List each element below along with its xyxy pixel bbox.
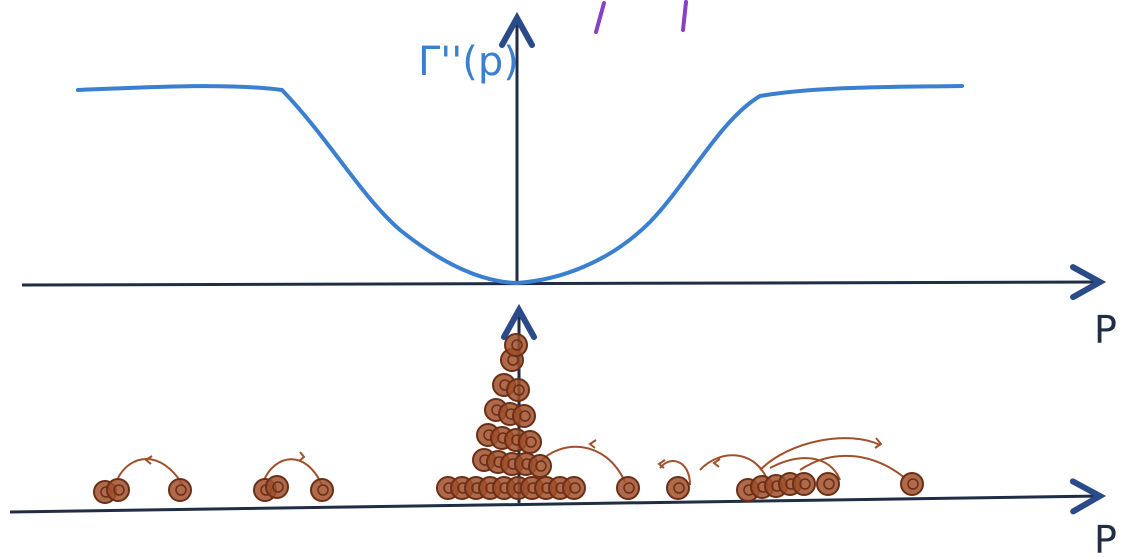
particle-swirl xyxy=(623,482,635,494)
particle xyxy=(518,430,542,454)
top-panel: Γ''(p) P xyxy=(21,18,1117,352)
particle-swirl xyxy=(317,484,329,496)
particle-swirl xyxy=(907,478,919,490)
particle xyxy=(792,472,816,496)
particle xyxy=(528,454,552,478)
particle xyxy=(106,478,130,502)
particle xyxy=(562,476,586,500)
particle xyxy=(900,472,924,496)
purple-mark-right xyxy=(681,0,688,32)
particle xyxy=(504,333,528,357)
bottom-panel: P xyxy=(9,310,1117,557)
purple-mark-left xyxy=(594,1,606,34)
particle xyxy=(310,478,334,502)
particles xyxy=(93,333,924,504)
particle-swirl xyxy=(569,482,581,494)
x-axis-label-top: P xyxy=(1094,308,1117,352)
particle xyxy=(265,475,289,499)
particle xyxy=(168,478,192,502)
particle-swirl xyxy=(272,481,284,493)
particle-swirl xyxy=(113,484,125,496)
hop-arcs xyxy=(117,437,906,489)
particle xyxy=(666,476,690,500)
particle-swirl xyxy=(799,478,811,490)
y-axis-label: Γ''(p) xyxy=(418,39,519,85)
particle xyxy=(512,404,536,428)
gamma-curve xyxy=(76,84,964,286)
particle xyxy=(506,378,530,402)
particle-swirl xyxy=(519,410,531,422)
particle-swirl xyxy=(535,460,547,472)
x-axis-label-bottom: P xyxy=(1094,518,1117,557)
particle-swirl xyxy=(823,478,835,490)
particle xyxy=(816,472,840,496)
particle xyxy=(616,476,640,500)
top-x-axis xyxy=(21,282,1100,285)
particle-swirl xyxy=(513,384,525,396)
particle-swirl xyxy=(511,339,523,351)
particle-swirl xyxy=(175,484,187,496)
particle-swirl xyxy=(525,436,537,448)
particle-swirl xyxy=(673,482,685,494)
bottom-x-axis xyxy=(9,496,1100,512)
